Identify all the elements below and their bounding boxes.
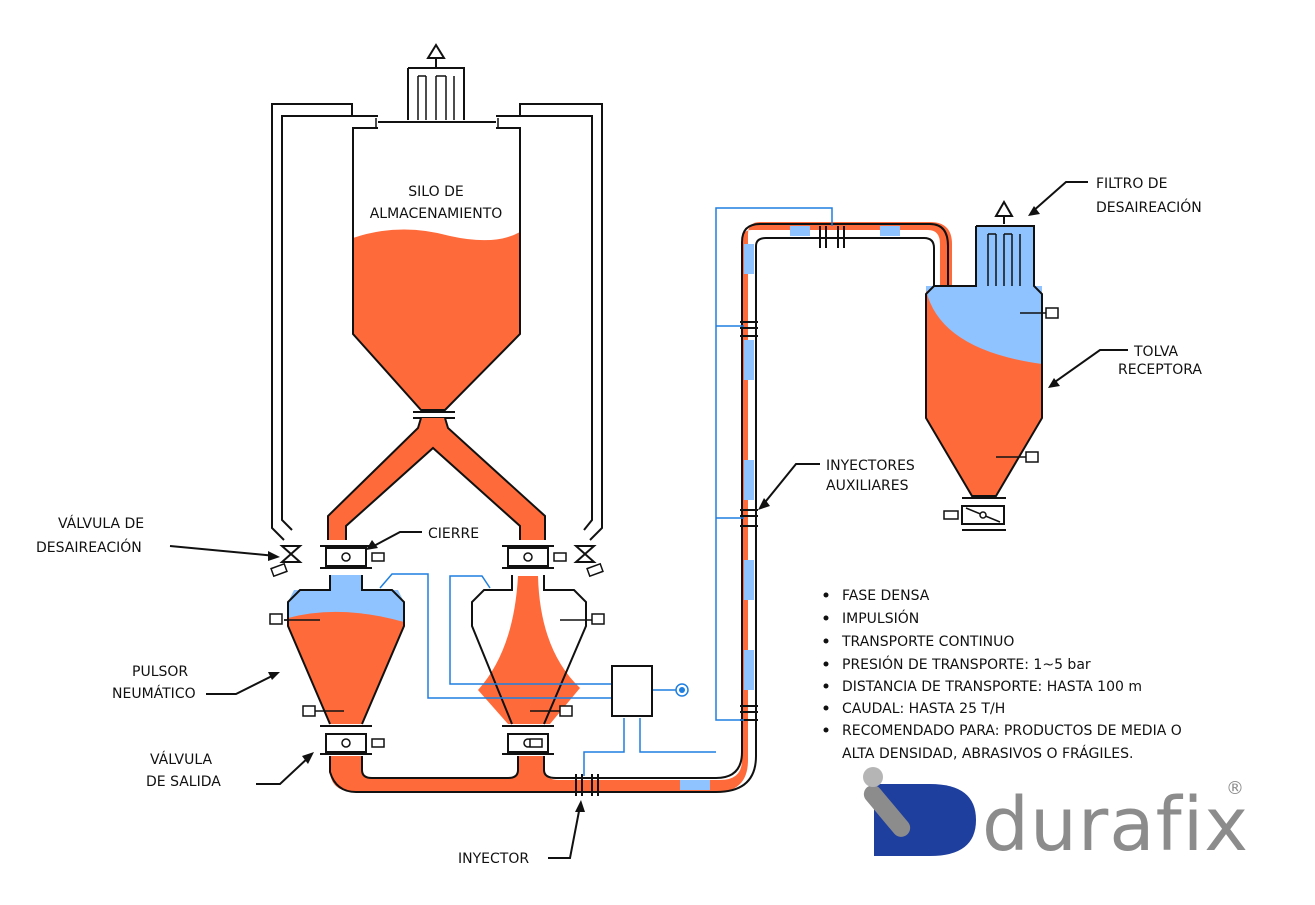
filter-leader	[1031, 181, 1088, 213]
left-pulser-material	[288, 611, 404, 724]
labels: SILO DE ALMACENAMIENTO FILTRO DE DESAIRE…	[36, 176, 1202, 867]
hopper-label-1: TOLVA	[1133, 344, 1179, 360]
right-pulser-material	[478, 576, 580, 724]
deaeration-valve-label-1: VÁLVULA DE	[58, 515, 144, 532]
logo-pill	[863, 785, 911, 837]
right-deaeration-valve-icon	[573, 545, 597, 563]
pulser-label-1: PULSOR	[132, 664, 188, 680]
left-deaeration-valve-icon	[279, 545, 303, 563]
injectors-label-2: AUXILIARES	[826, 478, 909, 494]
filter-vent-arrow-icon	[994, 199, 1014, 217]
feature-list: FASE DENSA IMPULSIÓN TRANSPORTE CONTINUO…	[823, 588, 1182, 762]
feature-item: IMPULSIÓN	[842, 609, 919, 627]
air-return-lines	[271, 103, 603, 541]
hopper-leader	[1051, 349, 1128, 385]
silo-material	[353, 229, 520, 410]
right-pulser	[471, 545, 605, 755]
silo-label-1: SILO DE	[408, 184, 463, 200]
feature-item: TRANSPORTE CONTINUO	[841, 634, 1014, 650]
receiving-hopper	[925, 199, 1059, 531]
feature-item: CAUDAL: HASTA 25 T/H	[842, 701, 1005, 717]
deaeration-valve-leader	[169, 545, 277, 557]
y-splitter-material	[328, 418, 545, 540]
outlet-valve-label-2: DE SALIDA	[146, 774, 221, 790]
filter-label-1: FILTRO DE	[1096, 176, 1167, 192]
injector-leader	[548, 805, 581, 859]
silo-label-2: ALMACENAMIENTO	[370, 206, 503, 222]
left-pulser	[269, 545, 405, 755]
pulser-label-2: NEUMÁTICO	[112, 685, 196, 702]
storage-silo	[327, 43, 546, 540]
feature-item-continued: ALTA DENSIDAD, ABRASIVOS O FRÁGILES.	[842, 745, 1133, 762]
logo-d-shape	[874, 784, 976, 856]
durafix-logo: durafix ®	[863, 767, 1249, 868]
feature-item: FASE DENSA	[842, 588, 930, 604]
closure-label: CIERRE	[428, 526, 479, 542]
control-box	[611, 665, 653, 717]
logo-dot	[863, 767, 883, 787]
injector-label: INYECTOR	[458, 851, 529, 867]
outlet-valve-label-1: VÁLVULA	[150, 751, 212, 768]
hopper-material	[926, 290, 1042, 496]
hopper-air	[926, 226, 1042, 364]
logo-wordmark: durafix	[982, 782, 1249, 868]
closure-leader	[369, 531, 422, 549]
pulser-leader	[206, 673, 277, 695]
feature-item: RECOMENDADO PARA: PRODUCTOS DE MEDIA O	[842, 723, 1182, 739]
feature-item: PRESIÓN DE TRANSPORTE: 1~5 bar	[842, 655, 1091, 673]
deaeration-valve-label-2: DESAIREACIÓN	[36, 538, 142, 556]
vent-arrow-icon	[426, 43, 446, 59]
registered-mark: ®	[1226, 778, 1244, 799]
feature-item: DISTANCIA DE TRANSPORTE: HASTA 100 m	[842, 679, 1142, 695]
air-supply-lines	[379, 207, 833, 776]
injectors-leader	[761, 463, 820, 507]
hopper-label-2: RECEPTORA	[1118, 362, 1202, 378]
injectors-label-1: INYECTORES	[826, 458, 915, 474]
bottom-conveying-line	[329, 222, 952, 796]
outlet-valve-leader	[256, 755, 311, 785]
filter-label-2: DESAIREACIÓN	[1096, 198, 1202, 216]
